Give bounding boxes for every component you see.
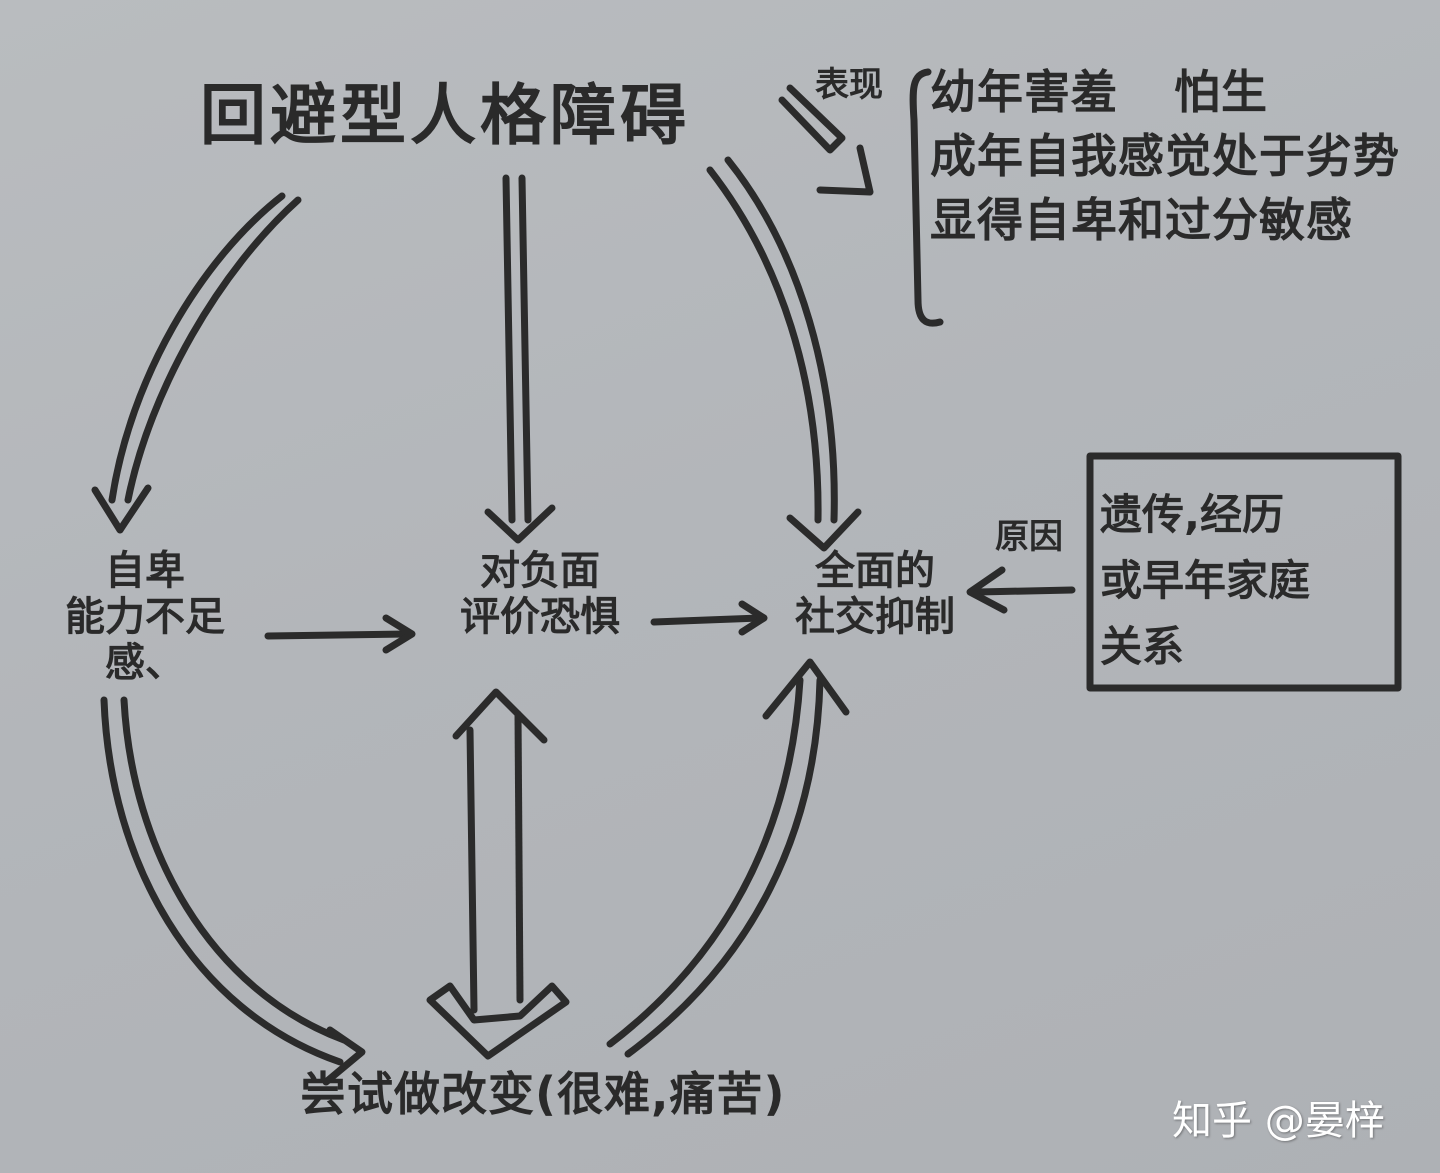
arrow-bottom-to-right — [606, 658, 850, 1058]
symptom-note: 怕生 — [1174, 65, 1268, 119]
arrow-title-to-middle — [484, 174, 556, 544]
cause-box-text: 遗传,经历 或早年家庭 关系 — [1100, 490, 1311, 671]
arrow-title-to-left — [91, 192, 302, 534]
arrow-middle-to-right — [650, 600, 768, 636]
expression-label: 表现 — [815, 65, 883, 105]
cause-box — [1086, 452, 1402, 692]
symptom-line-3: 显得自卑和过分敏感 — [930, 193, 1353, 247]
arrow-cause-to-right — [966, 566, 1076, 614]
node-social-inhibition: 全面的 社交抑制 — [795, 548, 955, 640]
node-try-to-change: 尝试做改变(很难,痛苦) — [300, 1067, 786, 1121]
node-fear-of-negative-evaluation: 对负面 评价恐惧 — [460, 548, 620, 640]
arrow-title-to-right — [706, 156, 862, 552]
cause-label: 原因 — [995, 517, 1063, 557]
symptom-line-1: 幼年害羞怕生 — [930, 65, 1268, 119]
arrow-left-to-middle — [264, 614, 416, 654]
watermark: 知乎 @晏梓 — [1172, 1098, 1385, 1144]
arrow-left-to-bottom — [100, 696, 366, 1086]
diagram-title: 回避型人格障碍 — [200, 77, 690, 154]
node-inferiority: 自卑 能力不足感、 — [65, 548, 225, 686]
symptom-line-2: 成年自我感觉处于劣势 — [930, 129, 1400, 183]
arrow-title-to-symptoms — [778, 84, 874, 196]
symptoms-bracket — [909, 68, 944, 327]
symptoms-list: 幼年害羞怕生 成年自我感觉处于劣势 显得自卑和过分敏感 — [930, 60, 1400, 252]
arrow-middle-bottom-bidirectional — [426, 688, 570, 1060]
